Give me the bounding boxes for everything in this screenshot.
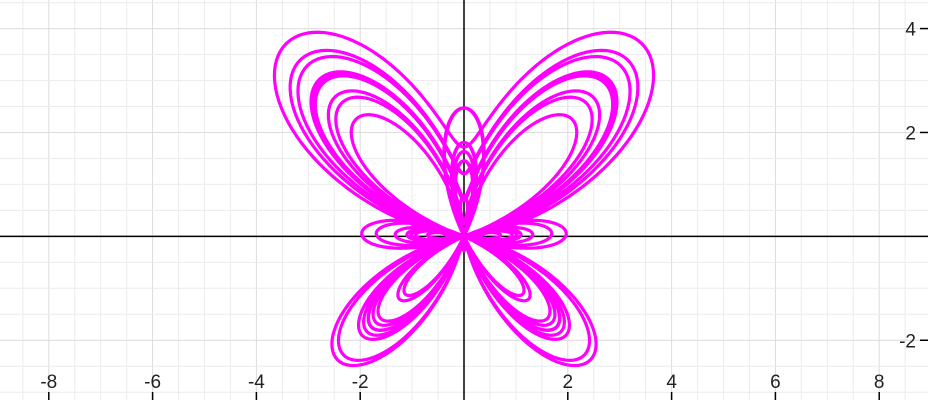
- x-tick-label: 6: [770, 372, 781, 393]
- curves: [272, 30, 656, 368]
- y-tick-label: 4: [905, 20, 916, 41]
- x-tick-label: 2: [563, 372, 574, 393]
- tick-labels: -8 -6 -4 -2 2 4 6 8 -2 2 4: [40, 20, 928, 400]
- x-tick-label: -2: [352, 372, 369, 393]
- x-tick-label: 8: [874, 372, 885, 393]
- y-tick-label: -2: [899, 331, 916, 352]
- x-tick-label: 4: [666, 372, 677, 393]
- x-tick-label: -8: [40, 372, 57, 393]
- series-curve-0: [272, 30, 656, 368]
- y-tick-label: 2: [905, 123, 916, 144]
- x-tick-label: -6: [144, 372, 161, 393]
- x-tick-label: -4: [248, 372, 265, 393]
